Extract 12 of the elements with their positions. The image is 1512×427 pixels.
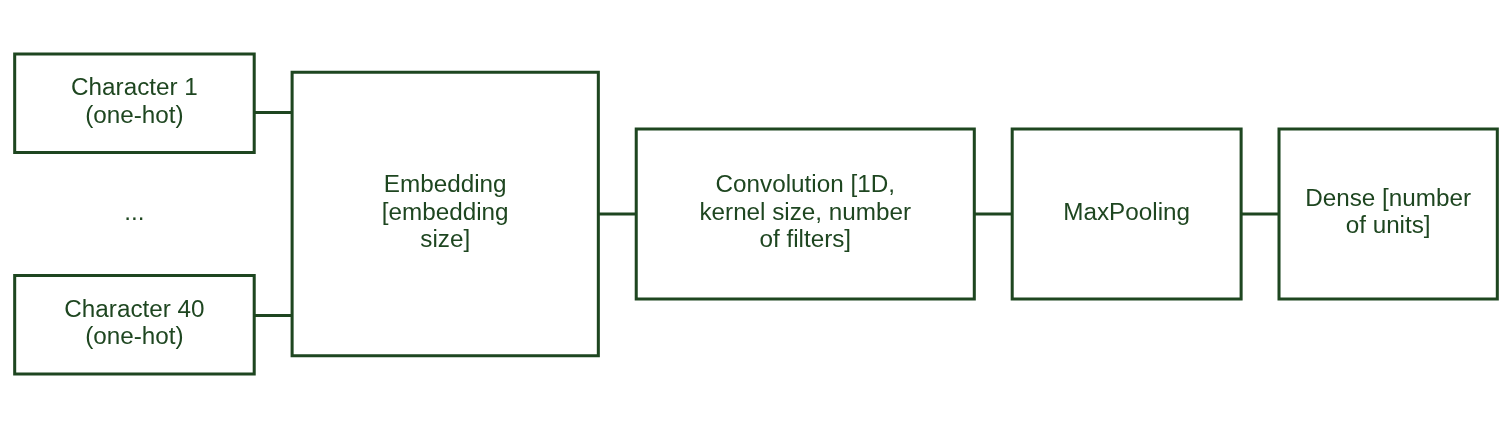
connector (598, 212, 637, 215)
node-box: Dense [number of units] (1277, 127, 1499, 300)
node-box: MaxPooling (1010, 127, 1243, 300)
node-box: Convolution [1D, kernel size, number of filters] (634, 127, 976, 300)
connector (974, 212, 1012, 215)
label: ... (124, 197, 145, 225)
connector (254, 110, 293, 114)
node-box: Character 1 (one-hot) (13, 52, 256, 154)
node-box: Embedding [embedding size] (290, 70, 600, 357)
node-box: Character 40 (one-hot) (13, 273, 256, 375)
connector (254, 313, 293, 317)
connector (1241, 212, 1279, 215)
